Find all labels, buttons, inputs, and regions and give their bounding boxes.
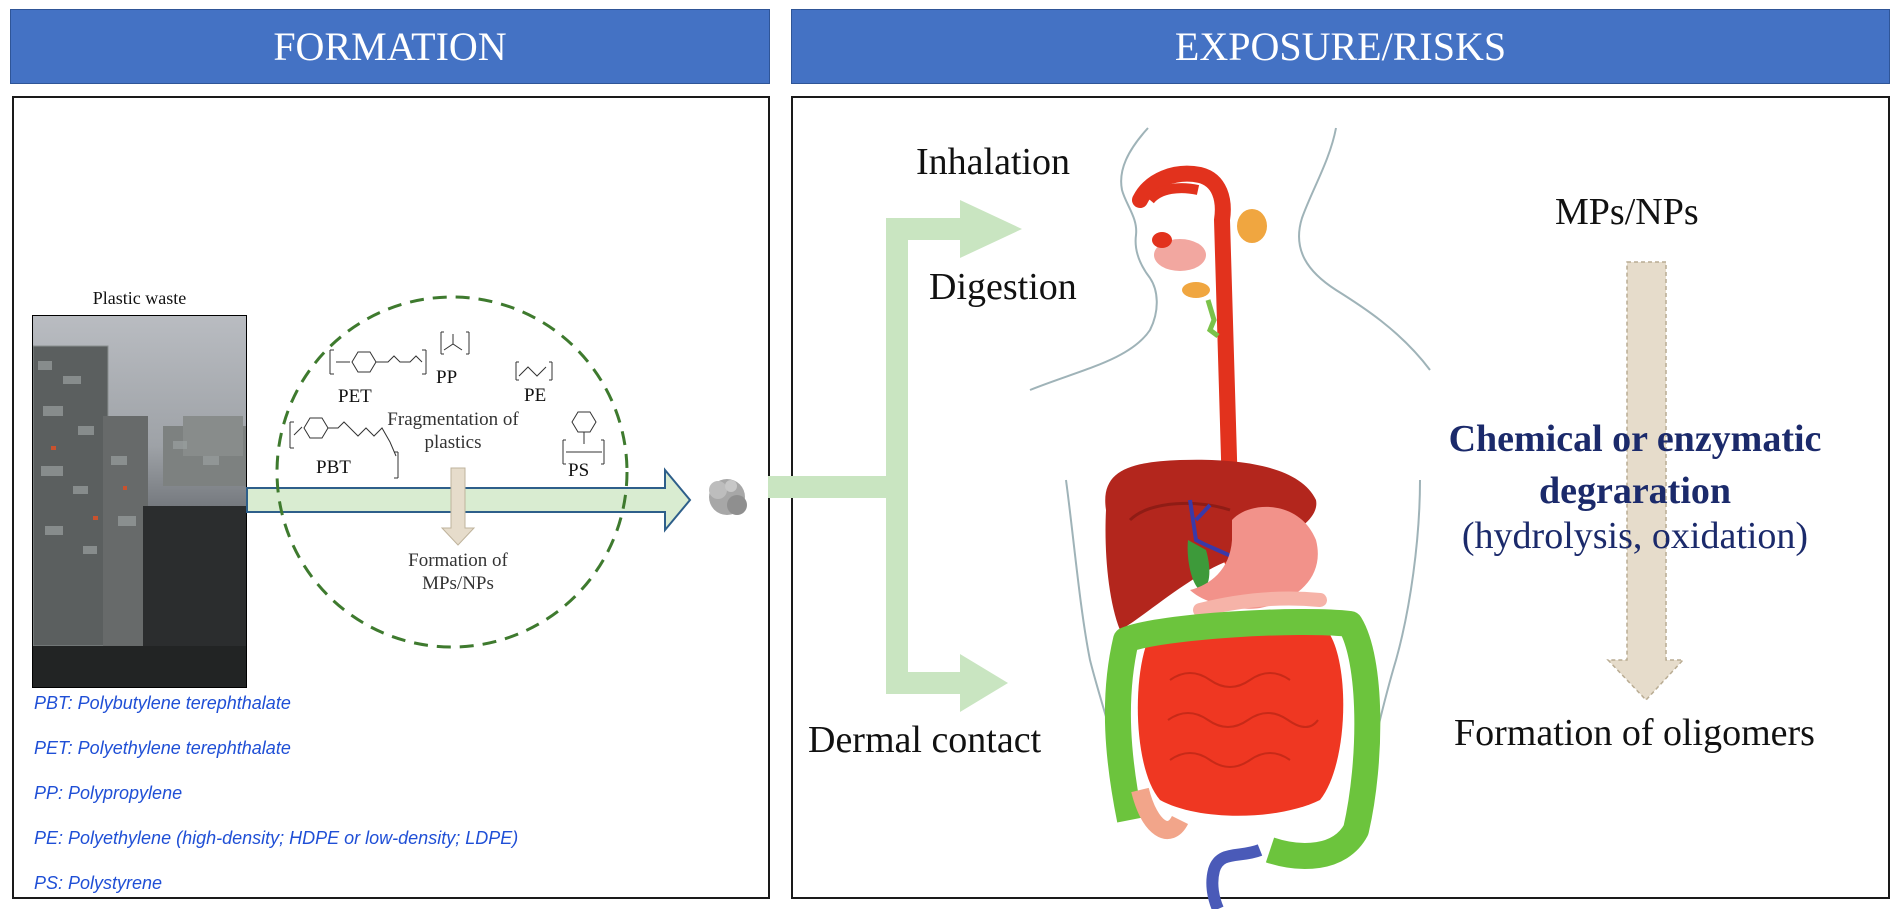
exposure-title: EXPOSURE/RISKS [1174,24,1507,69]
degradation-down-arrow [1606,261,1685,702]
fragmentation-label: Fragmentation of plastics [387,409,519,453]
particles-label: MPs/NPs [1555,191,1699,233]
pbt-label: PBT [316,457,351,478]
pet-structure [329,349,427,375]
formation-banner: FORMATION [10,9,770,84]
digestive-tract-illustration [1104,165,1381,909]
formation-down-arrow [440,467,476,546]
route-inhalation: Inhalation [916,141,1071,183]
exposure-route-arrow [768,200,1022,712]
formation-title: FORMATION [273,24,507,69]
formation-diagram [246,295,747,649]
legend-pe: PE: Polyethylene (high-density; HDPE or … [34,828,519,848]
plastic-waste-photo [32,315,247,688]
legend-pp: PP: Polypropylene [34,783,183,803]
legend-pet: PET: Polyethylene terephthalate [34,738,291,758]
route-digestion: Digestion [929,266,1077,308]
plastic-bales-image [33,345,246,687]
fragmentation-circle [275,295,629,649]
pe-structure [515,361,553,381]
pp-label: PP [436,367,458,388]
exposure-banner: EXPOSURE/RISKS [791,9,1890,84]
degradation-title: Chemical or enzymatic degraration [1448,418,1822,512]
formation-label: Formation of MPs/NPs [408,550,508,594]
pbt-structure [289,417,399,479]
pp-structure [440,331,470,355]
particle-cluster [709,479,747,515]
legend-ps: PS: Polystyrene [34,873,163,893]
ps-structure [562,411,605,465]
degradation-detail: (hydrolysis, oxidation) [1461,515,1809,557]
pe-label: PE [524,385,547,406]
pet-label: PET [338,386,372,407]
photo-caption: Plastic waste [92,288,187,308]
route-dermal-contact: Dermal contact [808,719,1042,761]
oligomers-label: Formation of oligomers [1454,712,1815,754]
ps-label: PS [568,460,590,481]
fragmentation-arrow [246,467,692,533]
legend-pbt: PBT: Polybutylene terephthalate [34,693,291,713]
